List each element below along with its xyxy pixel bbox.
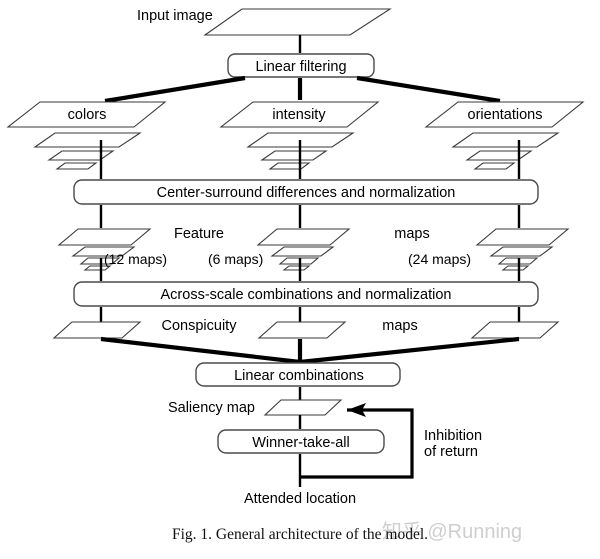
colors-label: colors <box>68 107 107 123</box>
maps-count-6-label: (6 maps) <box>208 251 263 267</box>
feature-maps-pyramid-colors <box>57 228 152 271</box>
colors-layer-3 <box>47 150 115 161</box>
feature-intensity-layer-4 <box>282 265 311 271</box>
connector-conspicuity-right-to-combinations <box>299 336 520 365</box>
orientations-layer-3 <box>465 150 533 161</box>
saliency-map-parallelogram <box>263 399 343 416</box>
input-image-parallelogram <box>203 8 392 36</box>
maps-count-24-label: (24 maps) <box>408 251 471 267</box>
colors-layer-2 <box>33 132 142 148</box>
intensity-label: intensity <box>272 107 326 123</box>
feature-orientations-layer-4 <box>501 265 530 271</box>
connector-lf-to-orientations <box>356 75 501 104</box>
orientations-layer-1 <box>424 101 585 128</box>
colors-layer-4 <box>55 162 98 170</box>
conspicuity-map-intensity <box>257 321 347 339</box>
figure-caption: Fig. 1. General architecture of the mode… <box>172 526 428 543</box>
feature-colors-layer-4 <box>83 265 112 271</box>
across-scale-label: Across-scale combinations and normalizat… <box>161 287 452 303</box>
watermark-text: 知乎 @Running <box>382 520 522 543</box>
conspicuity-map-orientations <box>470 321 560 339</box>
center-surround-box <box>73 179 539 205</box>
feature-maps-pyramid-orientations <box>475 228 570 271</box>
conspicuity-map-colors <box>52 321 142 339</box>
conspicuity-maps-word-label: maps <box>382 318 417 334</box>
inhibition-of-return-path <box>300 408 414 479</box>
intensity-layer-3 <box>260 150 328 161</box>
orientations-layer-4 <box>473 162 516 170</box>
across-scale-box <box>73 281 539 307</box>
inhibition-label-line1: Inhibition <box>424 428 482 444</box>
feature-colors-layer-2 <box>71 246 136 257</box>
input-image-node <box>203 8 392 36</box>
feature-intensity-layer-2 <box>270 246 335 257</box>
linear-combinations-box <box>195 362 401 387</box>
linear-filtering-label: Linear filtering <box>255 59 346 75</box>
intensity-layer-4 <box>268 162 311 170</box>
inhibition-arrowhead-icon <box>347 403 366 417</box>
connector-lf-to-colors <box>104 75 246 104</box>
linear-combinations-label: Linear combinations <box>234 368 364 384</box>
maps-count-12-label: (12 maps) <box>104 251 167 267</box>
saliency-map-label: Saliency map <box>168 400 255 416</box>
feature-orientations-layer-2 <box>489 246 554 257</box>
orientations-layer-2 <box>451 132 560 148</box>
center-surround-label: Center-surround differences and normaliz… <box>157 185 456 201</box>
attended-location-label: Attended location <box>244 491 356 507</box>
feature-intensity-layer-1 <box>256 228 351 246</box>
maps-word-label: maps <box>394 226 429 242</box>
conspicuity-word-label: Conspicuity <box>162 318 238 334</box>
winner-take-all-label: Winner-take-all <box>252 435 350 451</box>
feature-word-label: Feature <box>174 226 224 242</box>
feature-orientations-layer-1 <box>475 228 570 246</box>
winner-take-all-box <box>217 429 385 454</box>
feature-maps-pyramid-intensity <box>256 228 351 271</box>
feature-colors-layer-1 <box>57 228 152 246</box>
input-image-label: Input image <box>137 8 213 24</box>
orientations-pyramid <box>424 101 585 170</box>
colors-layer-1 <box>6 101 167 128</box>
orientations-label: orientations <box>468 107 543 123</box>
intensity-layer-1 <box>219 101 380 128</box>
linear-filtering-box <box>227 53 375 78</box>
connector-conspicuity-left-to-combinations <box>100 336 301 365</box>
inhibition-label-line2: of return <box>424 444 478 460</box>
